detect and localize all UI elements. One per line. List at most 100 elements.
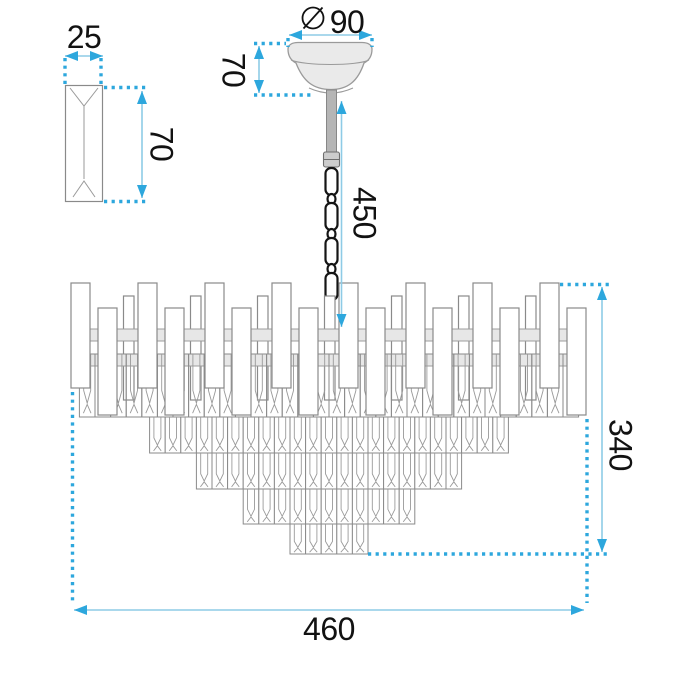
dimension-labels: 25 70 90 70 450 340 460 [67, 4, 639, 647]
crystal-cell [398, 416, 416, 454]
crystal-bar [122, 295, 135, 401]
crystal-facet-lines [309, 489, 318, 523]
crystal-cell [398, 488, 416, 525]
crystal-cell [367, 488, 385, 525]
crystal-cell [336, 416, 353, 454]
crystal-facet-lines [293, 453, 302, 488]
crystal-facet-lines [434, 453, 443, 488]
crystal-cell [414, 452, 431, 490]
crystal-bar [298, 307, 319, 416]
crystal-cell [289, 452, 307, 490]
crystal-facet-lines [324, 453, 334, 488]
crystal-bar [323, 295, 336, 401]
crystal-cell [398, 452, 416, 490]
chain-link [324, 236, 339, 267]
crystal-facet-lines [340, 524, 349, 553]
crystal-facet-lines [278, 417, 287, 452]
crystal-facet-lines [246, 489, 256, 523]
crystal-bar [271, 282, 292, 389]
crystal-facet-lines [519, 354, 529, 414]
crystal-facet-lines [465, 417, 474, 452]
crystal-facet-lines [246, 417, 256, 452]
canopy-bell [287, 41, 373, 91]
crystal-cell [367, 416, 385, 454]
crystal-facet-lines [254, 354, 264, 414]
crystal-facet-lines [434, 417, 443, 452]
crystal-facet-lines [387, 417, 396, 452]
crystal-cell [320, 416, 338, 454]
crystal-facet-lines [418, 453, 427, 488]
diameter-symbol [301, 6, 325, 30]
crystal-cell [180, 416, 197, 454]
crystal-cell [320, 488, 338, 525]
dim-70-crystal-arrowhead [137, 91, 147, 104]
crystal-bar [566, 307, 587, 416]
crystal-cell [461, 416, 478, 454]
dim-25-arrowhead [90, 51, 103, 61]
crystal-cell [476, 416, 494, 454]
crystal-facet-lines [324, 417, 334, 452]
crystal-cell [351, 452, 369, 490]
crystal-facet-lines [231, 453, 240, 488]
dim-450-arrowhead [336, 314, 347, 327]
dim-340-arrowhead [597, 287, 607, 300]
crystal-facet-lines [356, 489, 365, 523]
crystal-bar [231, 307, 252, 416]
crystal-cell [383, 452, 400, 490]
dim-label-canopy-diameter: 90 [330, 4, 365, 40]
crystal-bar [524, 295, 537, 401]
dim-label-suspension-length: 450 [347, 187, 383, 239]
crystal-facet-lines [340, 453, 349, 488]
crystal-facet-lines [324, 524, 334, 553]
crystal-facet-lines [262, 453, 271, 488]
dim-label-crystal-width: 25 [67, 19, 102, 55]
crystal-bar [432, 307, 453, 416]
crystal-bar [338, 282, 359, 389]
crystal-facet-lines [371, 489, 380, 523]
dim-70-canopy-arrowhead [254, 80, 264, 93]
crystal-facet-lines [200, 453, 209, 488]
crystal-facet-lines [449, 417, 458, 452]
crystal-facet-lines [480, 417, 490, 452]
crystal-cell [445, 452, 463, 490]
crystal-bar [70, 282, 91, 389]
crystal-bar [204, 282, 225, 389]
dim-460-arrowhead [74, 605, 87, 615]
crystal-facet-lines [340, 489, 349, 523]
crystal-facet-lines [402, 453, 412, 488]
diameter-symbol-slash [302, 6, 324, 30]
dim-90-arrowhead [289, 30, 302, 40]
crystal-facet-lines [449, 453, 458, 488]
crystal-tier-row [242, 488, 416, 525]
dim-340-arrowhead [597, 539, 607, 552]
crystal-cell [414, 416, 431, 454]
crystal-cell [242, 452, 260, 490]
crystal-cell [242, 488, 260, 525]
crystal-bar [390, 295, 403, 401]
crystal-cell [289, 416, 307, 454]
crystal-facet-lines [246, 453, 256, 488]
suspension-chain [322, 89, 341, 302]
crystal-cell [289, 488, 307, 525]
chain-link [324, 201, 339, 232]
crystal-cell [445, 416, 463, 454]
crystal-cell [351, 523, 369, 555]
dim-label-crystal-height: 70 [144, 127, 180, 162]
crystal-cell [429, 416, 447, 454]
crystal-facet-lines [293, 417, 302, 452]
crystal-tier-row [289, 523, 369, 555]
crystal-facet-lines [418, 417, 427, 452]
crystal-facet-lines [387, 453, 396, 488]
hanging-rod [326, 89, 337, 154]
crystal-facet-lines [293, 524, 302, 553]
chandelier-body [70, 282, 587, 555]
crystal-cell [149, 416, 166, 454]
crystal-cell [195, 452, 213, 490]
crystal-facet-lines [262, 417, 271, 452]
crystal-facet-lines [309, 417, 318, 452]
crystal-facet-lines [496, 417, 505, 452]
crystal-cell [211, 452, 229, 490]
crystal-facet-lines [371, 453, 380, 488]
crystal-cell [305, 452, 322, 490]
